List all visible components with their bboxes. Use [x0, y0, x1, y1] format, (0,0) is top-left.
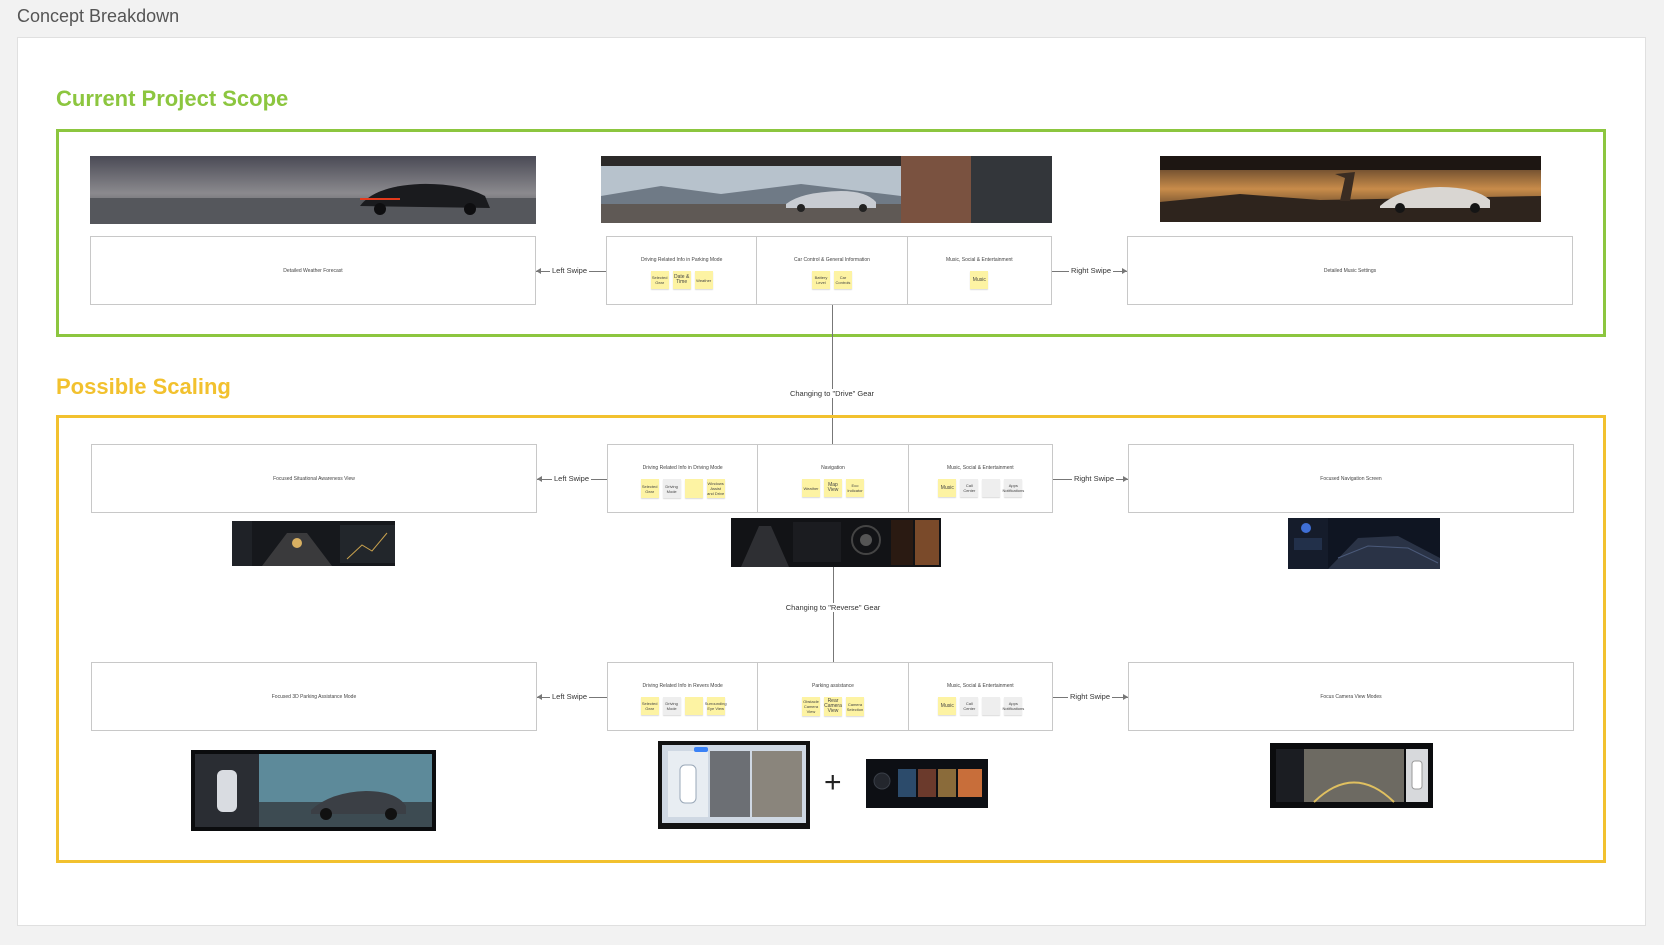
- cell-title: Driving Related Info in Parking Mode: [640, 257, 723, 263]
- center-group-driving-mode: Driving Related Info in Driving Mode Sel…: [607, 444, 1053, 513]
- sticky-note: Selected Gear: [640, 697, 659, 715]
- cell-title: Parking assistance: [812, 683, 854, 689]
- sticky-note: [982, 479, 1001, 497]
- connector-label-drive-gear: Changing to "Drive" Gear: [787, 389, 877, 398]
- cell-title: Car Control & General Information: [794, 257, 870, 263]
- sticky-note: Call Center: [960, 479, 979, 497]
- sticky-note: Weather: [801, 479, 820, 497]
- car-image-weather: [90, 156, 536, 224]
- screen-parking-assistance: [658, 741, 810, 829]
- cell-driving-info-driving[interactable]: Driving Related Info in Driving Mode Sel…: [608, 445, 759, 512]
- sticky-note: Selected Gear: [640, 479, 659, 498]
- sticky-note: Call Center: [960, 697, 979, 715]
- cell-title: Music, Social & Entertainment: [945, 257, 1013, 263]
- connector-label-left-swipe: Left Swipe: [550, 266, 590, 275]
- current-scope-frame: [56, 129, 1606, 337]
- sticky-note: [684, 479, 703, 498]
- connector-reverse-gear: [833, 567, 834, 662]
- panel-focused-situational-awareness[interactable]: Focused Situational Awareness View: [91, 444, 537, 513]
- sticky-note: Music: [970, 271, 989, 289]
- sticky-note: Date & Time: [672, 271, 691, 289]
- sticky-note: Driving Mode: [662, 697, 681, 715]
- cell-title: Navigation: [821, 465, 845, 471]
- cell-title: Driving Related Info in Revers Mode: [642, 683, 723, 689]
- section-title-current-scope: Current Project Scope: [56, 86, 289, 111]
- cell-navigation[interactable]: Navigation Weather Map View Eco Indicato…: [758, 445, 909, 512]
- sticky-note: Driving Mode: [662, 479, 681, 498]
- panel-detailed-weather-forecast[interactable]: Detailed Weather Forecast: [90, 236, 536, 305]
- panel-focused-3d-parking-assistance[interactable]: Focused 3D Parking Assistance Mode: [91, 662, 537, 731]
- sticky-note: Car Controls: [833, 271, 852, 289]
- section-title-possible-scaling: Possible Scaling: [56, 374, 231, 399]
- cell-title: Driving Related Info in Driving Mode: [642, 465, 723, 471]
- screen-media-entertainment: [866, 759, 988, 808]
- center-group-reverse-mode: Driving Related Info in Revers Mode Sele…: [607, 662, 1053, 731]
- panel-label: Focused Situational Awareness View: [273, 475, 355, 482]
- panel-detailed-music-settings[interactable]: Detailed Music Settings: [1127, 236, 1573, 305]
- sticky-note: Surrounding Eye View: [705, 697, 727, 715]
- connector-label-right-swipe: Right Swipe: [1069, 266, 1114, 275]
- page-title: Concept Breakdown: [17, 6, 180, 26]
- cell-parking-assistance[interactable]: Parking assistance Obstacle Camera View …: [758, 663, 909, 730]
- sticky-note: Windows Assist and Drive: [706, 479, 725, 498]
- sticky-note: Rear Camera View: [823, 697, 842, 716]
- sticky-note: Eco Indicator: [845, 479, 864, 497]
- sticky-note: Apps Notifications: [1002, 697, 1024, 715]
- possible-scaling-frame: [56, 415, 1606, 863]
- connector-label-right-swipe: Right Swipe: [1072, 474, 1117, 483]
- sticky-note: Weather: [694, 271, 713, 289]
- connector-label-reverse-gear: Changing to "Reverse" Gear: [783, 603, 883, 612]
- screen-situational-awareness: [232, 521, 395, 566]
- panel-label: Focus Camera View Modes: [1320, 693, 1382, 700]
- sticky-note: Music: [938, 479, 957, 497]
- car-image-parking: [601, 156, 1052, 223]
- cell-car-control[interactable]: Car Control & General Information Batter…: [757, 237, 908, 304]
- sticky-note: [684, 697, 703, 715]
- sticky-note: Battery Level: [811, 271, 830, 289]
- panel-label: Detailed Music Settings: [1323, 267, 1377, 274]
- panel-label: Detailed Weather Forecast: [283, 267, 343, 274]
- cell-title: Music, Social & Entertainment: [946, 465, 1014, 471]
- screen-navigation: [1288, 518, 1440, 569]
- sticky-note: [982, 697, 1001, 715]
- plus-sign: +: [824, 766, 842, 799]
- car-image-music: [1160, 156, 1541, 222]
- center-group-parking-mode: Driving Related Info in Parking Mode Sel…: [606, 236, 1052, 305]
- connector-label-left-swipe: Left Swipe: [552, 474, 592, 483]
- cell-title: Music, Social & Entertainment: [946, 683, 1014, 689]
- sticky-note: Camera Selection: [845, 697, 864, 716]
- connector-label-right-swipe: Right Swipe: [1068, 692, 1113, 701]
- screen-3d-parking-assistance: [191, 750, 436, 831]
- sticky-note: Music: [938, 697, 957, 715]
- sticky-note: Obstacle Camera View: [801, 697, 820, 716]
- sticky-note: Apps Notifications: [1002, 479, 1024, 497]
- connector-drive-gear: [832, 305, 833, 444]
- panel-focused-navigation[interactable]: Focused Navigation Screen: [1128, 444, 1574, 513]
- cell-music-social-reverse[interactable]: Music, Social & Entertainment Music Call…: [909, 663, 1052, 730]
- screen-camera-view-modes: [1270, 743, 1433, 808]
- connector-label-left-swipe: Left Swipe: [550, 692, 590, 701]
- panel-label: Focused 3D Parking Assistance Mode: [271, 693, 357, 700]
- screen-driving-mode: [731, 518, 941, 567]
- panel-label: Focused Navigation Screen: [1320, 475, 1382, 482]
- sticky-note: Map View: [823, 479, 842, 497]
- panel-focus-camera-view-modes[interactable]: Focus Camera View Modes: [1128, 662, 1574, 731]
- cell-music-social-drive[interactable]: Music, Social & Entertainment Music Call…: [909, 445, 1052, 512]
- cell-driving-info-parking[interactable]: Driving Related Info in Parking Mode Sel…: [607, 237, 758, 304]
- sticky-note: Selected Gear: [650, 271, 669, 289]
- cell-music-social[interactable]: Music, Social & Entertainment Music: [908, 237, 1051, 304]
- cell-driving-info-reverse[interactable]: Driving Related Info in Revers Mode Sele…: [608, 663, 759, 730]
